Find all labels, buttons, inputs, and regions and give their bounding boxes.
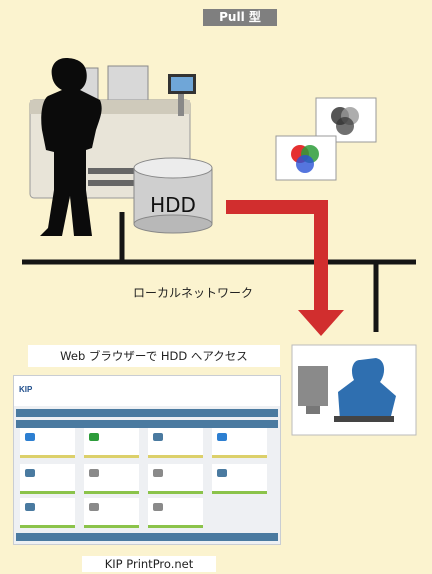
kip-logo: KIP (19, 385, 33, 394)
app-name-label: KIP PrintPro.net (82, 556, 216, 572)
network-label: ローカルネットワーク (133, 286, 254, 300)
access-label: Web ブラウザーで HDD へアクセス (28, 345, 280, 367)
network-lines (22, 212, 416, 332)
printpro-screenshot: KIP (13, 375, 281, 545)
hdd-label: HDD (150, 193, 196, 217)
person-silhouette-icon (40, 58, 102, 236)
hdd-icon (133, 157, 213, 234)
diagram-title: Pull 型 (203, 9, 277, 26)
image-card-icon (275, 97, 377, 181)
workstation-icon (291, 344, 417, 436)
access-arrow (226, 200, 344, 336)
